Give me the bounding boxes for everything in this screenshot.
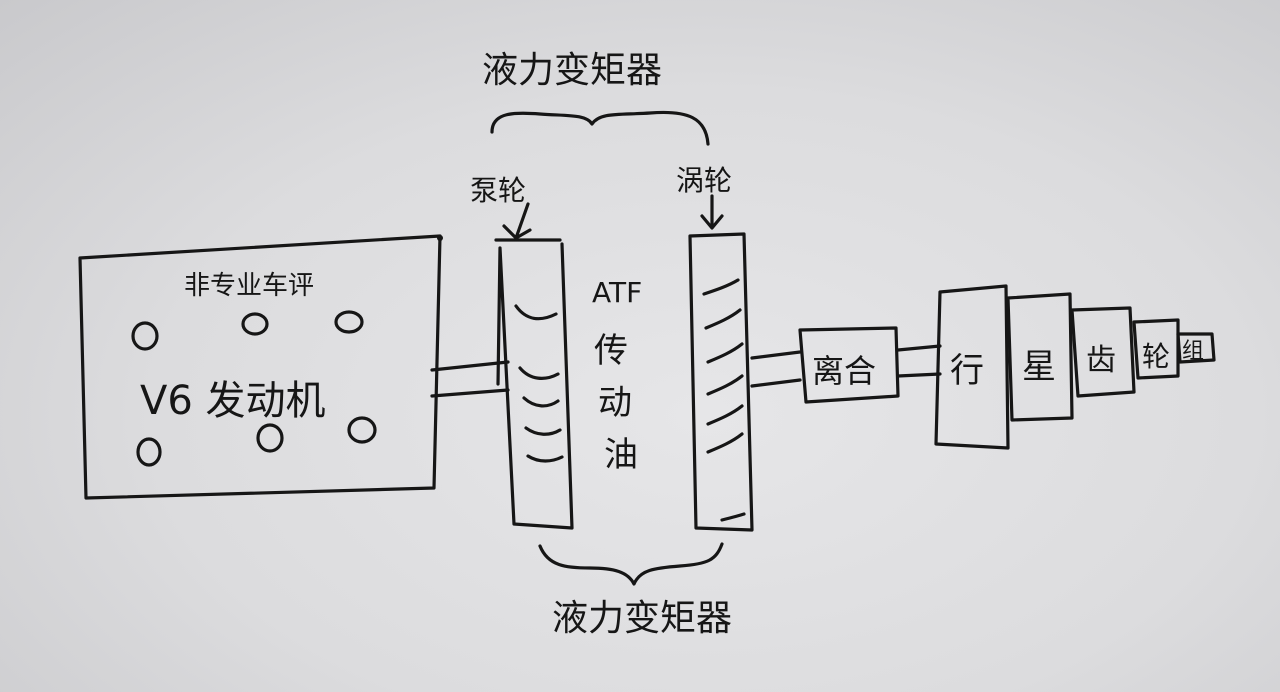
bottom-brace <box>538 542 724 586</box>
cylinder-circle <box>241 312 269 336</box>
pump-arrow <box>502 202 532 240</box>
planetary-char: 组 <box>1182 339 1204 364</box>
pump-blades <box>514 304 564 463</box>
torque-converter-top-label: 液力变矩器 <box>482 50 662 91</box>
turbine-arrow <box>700 194 724 230</box>
planetary-stage-4 <box>1132 318 1180 380</box>
clutch-output-shaft <box>896 344 942 378</box>
cylinder-circle <box>347 416 377 444</box>
planetary-stage-3 <box>1070 306 1136 398</box>
engine-box-corner-dot <box>437 235 443 241</box>
planetary-char: 轮 <box>1142 340 1170 373</box>
fluid-char: 动 <box>598 383 632 423</box>
torque-converter-bottom-label: 液力变矩器 <box>552 598 732 639</box>
turbine-output-shaft <box>750 350 802 388</box>
turbine-wheel-label: 涡轮 <box>676 164 732 197</box>
atf-label: ATF <box>592 276 642 309</box>
pump-wheel <box>494 238 574 530</box>
planetary-char: 行 <box>950 351 984 391</box>
engine-label: V6 发动机 <box>140 378 326 424</box>
pump-wheel-label: 泵轮 <box>470 174 526 207</box>
planetary-char: 齿 <box>1086 343 1116 378</box>
car-model-label: 非专业车评 <box>184 271 314 301</box>
turbine-blades <box>702 278 746 522</box>
engine-output-shaft <box>430 360 510 398</box>
clutch-label: 离合 <box>812 352 876 390</box>
planetary-stage-5 <box>1176 332 1216 364</box>
planetary-char: 星 <box>1022 347 1056 387</box>
fluid-char: 油 <box>604 435 638 475</box>
turbine-wheel <box>688 232 754 532</box>
cylinder-circle <box>136 437 162 467</box>
planetary-stage-1 <box>934 284 1010 450</box>
planetary-stage-2 <box>1006 292 1074 422</box>
cylinder-circle <box>256 423 284 453</box>
top-brace <box>490 110 710 146</box>
cylinder-circle <box>334 310 364 334</box>
clutch-box <box>798 326 900 404</box>
engine-box <box>78 234 442 500</box>
fluid-char: 传 <box>594 331 628 371</box>
cylinder-circle <box>131 321 159 351</box>
